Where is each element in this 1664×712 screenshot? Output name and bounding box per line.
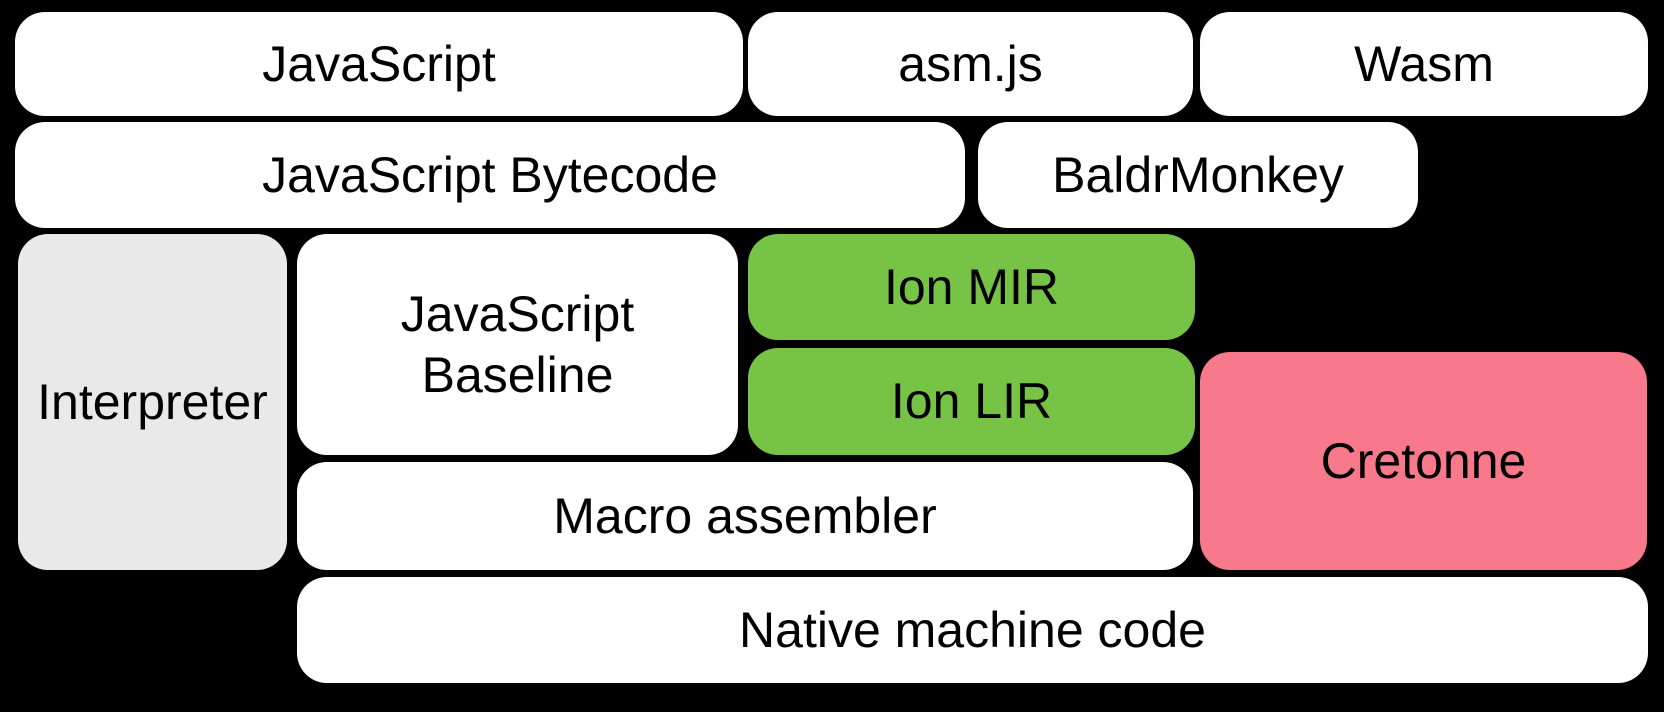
box-macro-assembler-label: Macro assembler: [553, 487, 937, 544]
box-javascript: JavaScript: [15, 12, 743, 116]
box-ion-mir: Ion MIR: [748, 234, 1195, 340]
box-baldrmonkey-label: BaldrMonkey: [1052, 146, 1344, 203]
box-wasm: Wasm: [1200, 12, 1648, 116]
box-macro-assembler: Macro assembler: [297, 462, 1193, 570]
box-cretonne: Cretonne: [1200, 352, 1647, 570]
box-javascript-label: JavaScript: [262, 35, 496, 92]
box-interpreter: Interpreter: [18, 234, 287, 570]
box-asm-js: asm.js: [748, 12, 1193, 116]
box-javascript-baseline: JavaScript Baseline: [297, 234, 738, 455]
box-ion-mir-label: Ion MIR: [883, 258, 1060, 315]
box-cretonne-label: Cretonne: [1320, 432, 1527, 489]
box-javascript-bytecode: JavaScript Bytecode: [15, 122, 965, 228]
box-javascript-bytecode-label: JavaScript Bytecode: [262, 146, 718, 203]
box-javascript-baseline-label: JavaScript Baseline: [400, 285, 635, 403]
box-ion-lir: Ion LIR: [748, 348, 1195, 455]
box-interpreter-label: Interpreter: [37, 373, 268, 430]
box-baldrmonkey: BaldrMonkey: [978, 122, 1418, 228]
box-ion-lir-label: Ion LIR: [890, 373, 1053, 429]
box-asm-js-label: asm.js: [898, 35, 1043, 92]
box-wasm-label: Wasm: [1354, 35, 1494, 92]
box-native-machine-code: Native machine code: [297, 577, 1648, 683]
box-native-machine-code-label: Native machine code: [739, 601, 1206, 658]
